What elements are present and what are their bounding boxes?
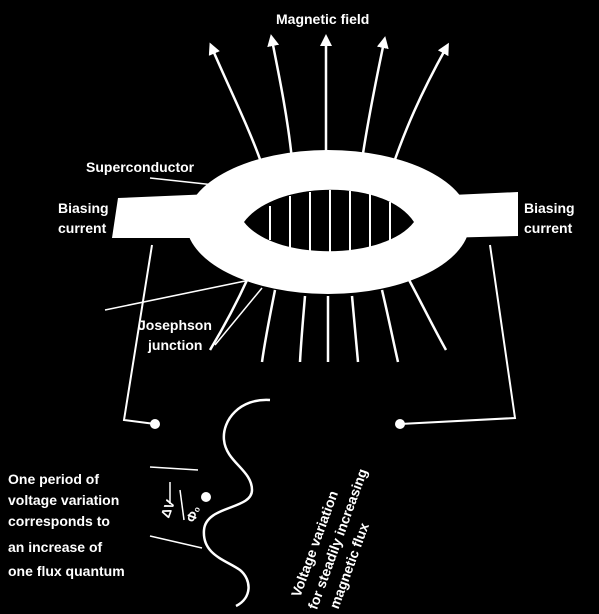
period-label-1: One period of <box>8 471 99 487</box>
field-lines-bottom <box>208 277 448 363</box>
superconductor-label: Superconductor <box>86 159 195 175</box>
period-label-5: one flux quantum <box>8 563 125 579</box>
period-label-3: corresponds to <box>8 513 110 529</box>
period-label-2: voltage variation <box>8 492 119 508</box>
voltage-variation-label: Voltage variation for steadily increasin… <box>288 466 372 611</box>
point-marker <box>201 492 211 502</box>
field-lines-hole <box>269 190 391 255</box>
biasing-right-label: Biasing <box>524 200 575 216</box>
field-lines-top <box>208 34 449 169</box>
circuit-wires <box>122 244 517 425</box>
period-label-4: an increase of <box>8 539 102 555</box>
magnetic-field-label: Magnetic field <box>276 11 369 27</box>
josephson-label: Josephson <box>138 317 212 333</box>
biasing-left-label: Biasing <box>58 200 109 216</box>
field-line-arrow <box>390 42 449 169</box>
field-line-arrow <box>360 36 389 161</box>
josephson-label-2: junction <box>147 337 202 353</box>
biasing-right-label-2: current <box>524 220 573 236</box>
field-line-arrow <box>208 42 264 166</box>
left-terminal <box>150 419 160 429</box>
right-wire <box>399 244 517 425</box>
delta-v-label: ΔV <box>158 497 178 519</box>
period-callouts <box>104 177 263 549</box>
field-line-arrow <box>267 34 294 161</box>
phi-label: Φ₀ <box>183 503 203 524</box>
right-terminal <box>395 419 405 429</box>
biasing-left-label-2: current <box>58 220 107 236</box>
voltage-waveform <box>202 398 271 608</box>
left-wire <box>122 244 156 425</box>
